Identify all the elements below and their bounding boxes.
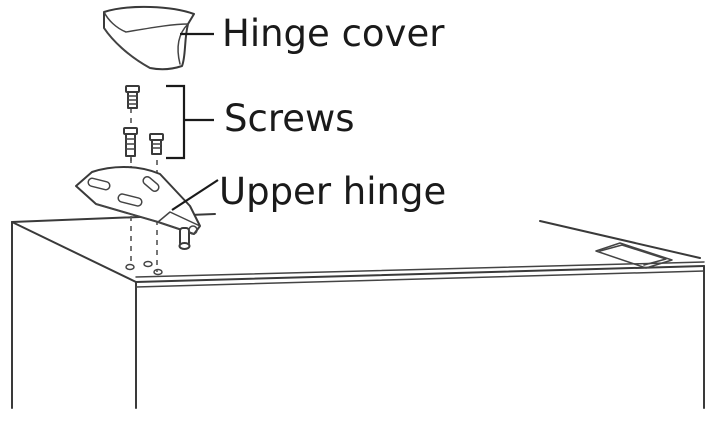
upper-hinge-label: Upper hinge (219, 170, 446, 213)
screw-top (125, 85, 140, 109)
screw-middle (123, 127, 138, 157)
hinge-cover-part (103, 5, 195, 71)
screws-bracket (166, 84, 186, 160)
screws-label: Screws (224, 97, 355, 140)
screw-right (149, 133, 164, 155)
upper-hinge-part (75, 166, 201, 250)
upper-hinge-leader (171, 179, 219, 211)
refrigerator-cabinet (11, 213, 705, 409)
hinge-cover-label: Hinge cover (222, 12, 445, 55)
